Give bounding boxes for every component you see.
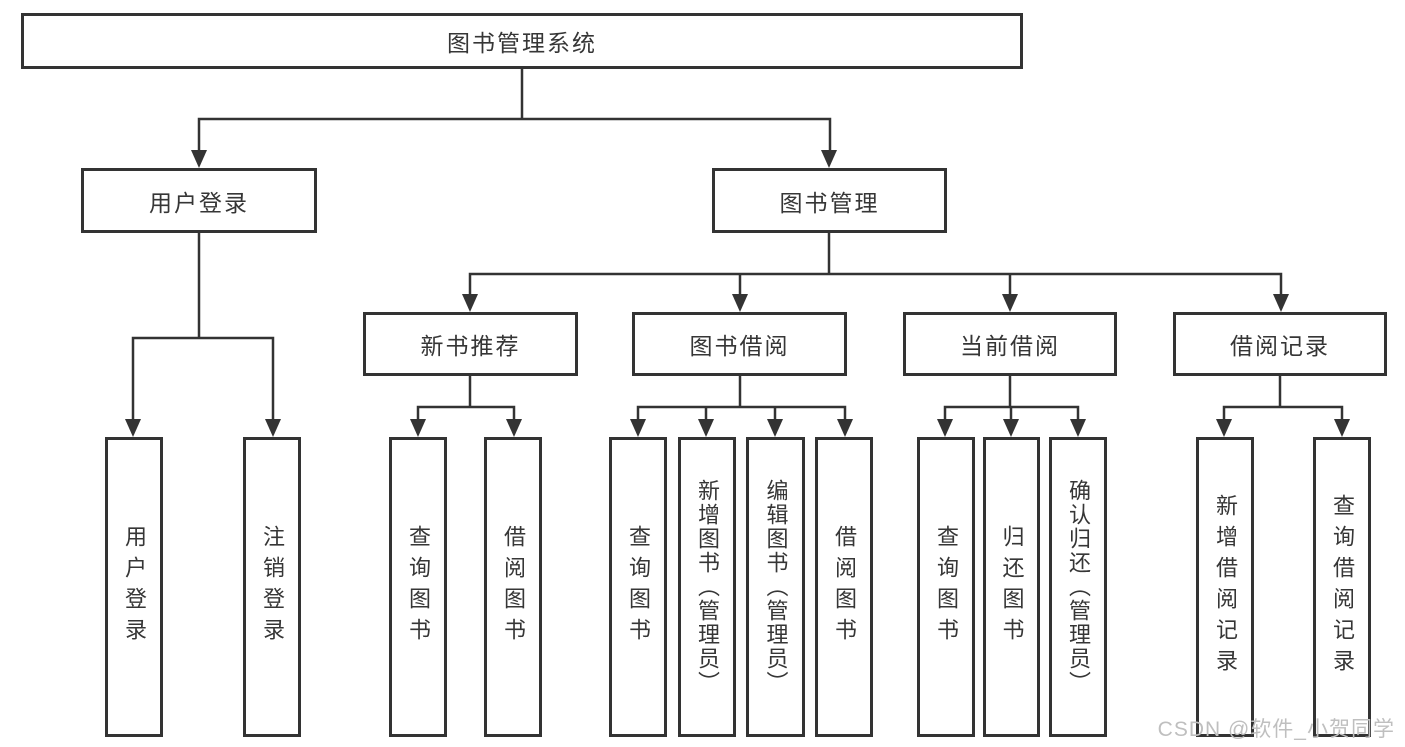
connector (197, 117, 832, 152)
node-label: 查询图书 (406, 525, 431, 649)
leaf-query-books-newbook: 查询图书 (389, 437, 447, 737)
node-new-book-recommendation: 新书推荐 (363, 312, 578, 376)
arrowhead (837, 419, 853, 437)
arrowhead (732, 294, 748, 312)
arrowhead (1334, 419, 1350, 437)
node-current-borrowing: 当前借阅 (903, 312, 1117, 376)
connector (468, 272, 1283, 296)
leaf-logout-login: 注销登录 (243, 437, 301, 737)
node-label: 归还图书 (999, 525, 1025, 649)
node-borrowing-records: 借阅记录 (1173, 312, 1387, 376)
node-label: 用户登录 (149, 189, 249, 216)
arrowhead (1070, 419, 1086, 437)
node-label: 查询图书 (934, 525, 959, 649)
node-book-management: 图书管理 (712, 168, 947, 233)
node-book-management-system: 图书管理系统 (21, 13, 1023, 69)
arrowhead (767, 419, 783, 437)
node-label: 新书推荐 (420, 333, 521, 359)
leaf-query-books-borrow: 查询图书 (609, 437, 667, 737)
node-user-login: 用户登录 (81, 168, 317, 233)
node-book-borrowing: 图书借阅 (632, 312, 847, 376)
leaf-return-books: 归还图书 (983, 437, 1040, 737)
node-label: 当前借阅 (960, 333, 1060, 359)
arrowhead (1216, 419, 1232, 437)
arrowheads (125, 150, 1350, 437)
node-label: 图书管理系统 (447, 30, 597, 56)
node-label: 查询图书 (626, 525, 651, 649)
node-label: 注销登录 (260, 525, 285, 649)
node-label: 编辑图书（管理员） (763, 479, 789, 695)
arrowhead (937, 419, 953, 437)
leaf-borrow-books-borrow: 借阅图书 (815, 437, 873, 737)
leaf-user-login: 用户登录 (105, 437, 163, 737)
connector (416, 405, 516, 421)
leaf-borrow-books-newbook: 借阅图书 (484, 437, 542, 737)
connector (636, 405, 847, 421)
arrowhead (1002, 294, 1018, 312)
arrowhead (191, 150, 207, 168)
arrowhead (1003, 419, 1019, 437)
arrowhead (125, 419, 141, 437)
arrowhead (462, 294, 478, 312)
leaf-query-books-current: 查询图书 (917, 437, 975, 737)
arrowhead (410, 419, 426, 437)
node-label: 借阅图书 (832, 525, 857, 649)
leaf-edit-books-admin: 编辑图书（管理员） (746, 437, 805, 737)
node-label: 查询借阅记录 (1330, 494, 1355, 680)
node-label: 新增借阅记录 (1213, 494, 1238, 680)
arrowhead (630, 419, 646, 437)
node-label: 图书借阅 (689, 333, 790, 359)
csdn-watermark: CSDN @软件_小贺同学 (1157, 718, 1395, 741)
node-label: 新增图书（管理员） (695, 479, 720, 695)
node-label: 图书管理 (779, 189, 880, 216)
arrowhead (821, 150, 837, 168)
arrowhead (698, 419, 714, 437)
node-label: 借阅记录 (1230, 333, 1330, 359)
connector (131, 336, 275, 421)
node-label: 确认归还（管理员） (1066, 479, 1091, 695)
node-label: 用户登录 (122, 525, 147, 649)
leaf-add-books-admin: 新增图书（管理员） (678, 437, 736, 737)
arrowhead (1273, 294, 1289, 312)
connector (1222, 405, 1344, 421)
leaf-add-borrow-record: 新增借阅记录 (1196, 437, 1254, 737)
leaf-query-borrow-record: 查询借阅记录 (1313, 437, 1371, 737)
leaf-confirm-return-admin: 确认归还（管理员） (1049, 437, 1107, 737)
node-label: 借阅图书 (501, 525, 526, 649)
connector-paths (131, 69, 1344, 421)
arrowhead (506, 419, 522, 437)
arrowhead (265, 419, 281, 437)
